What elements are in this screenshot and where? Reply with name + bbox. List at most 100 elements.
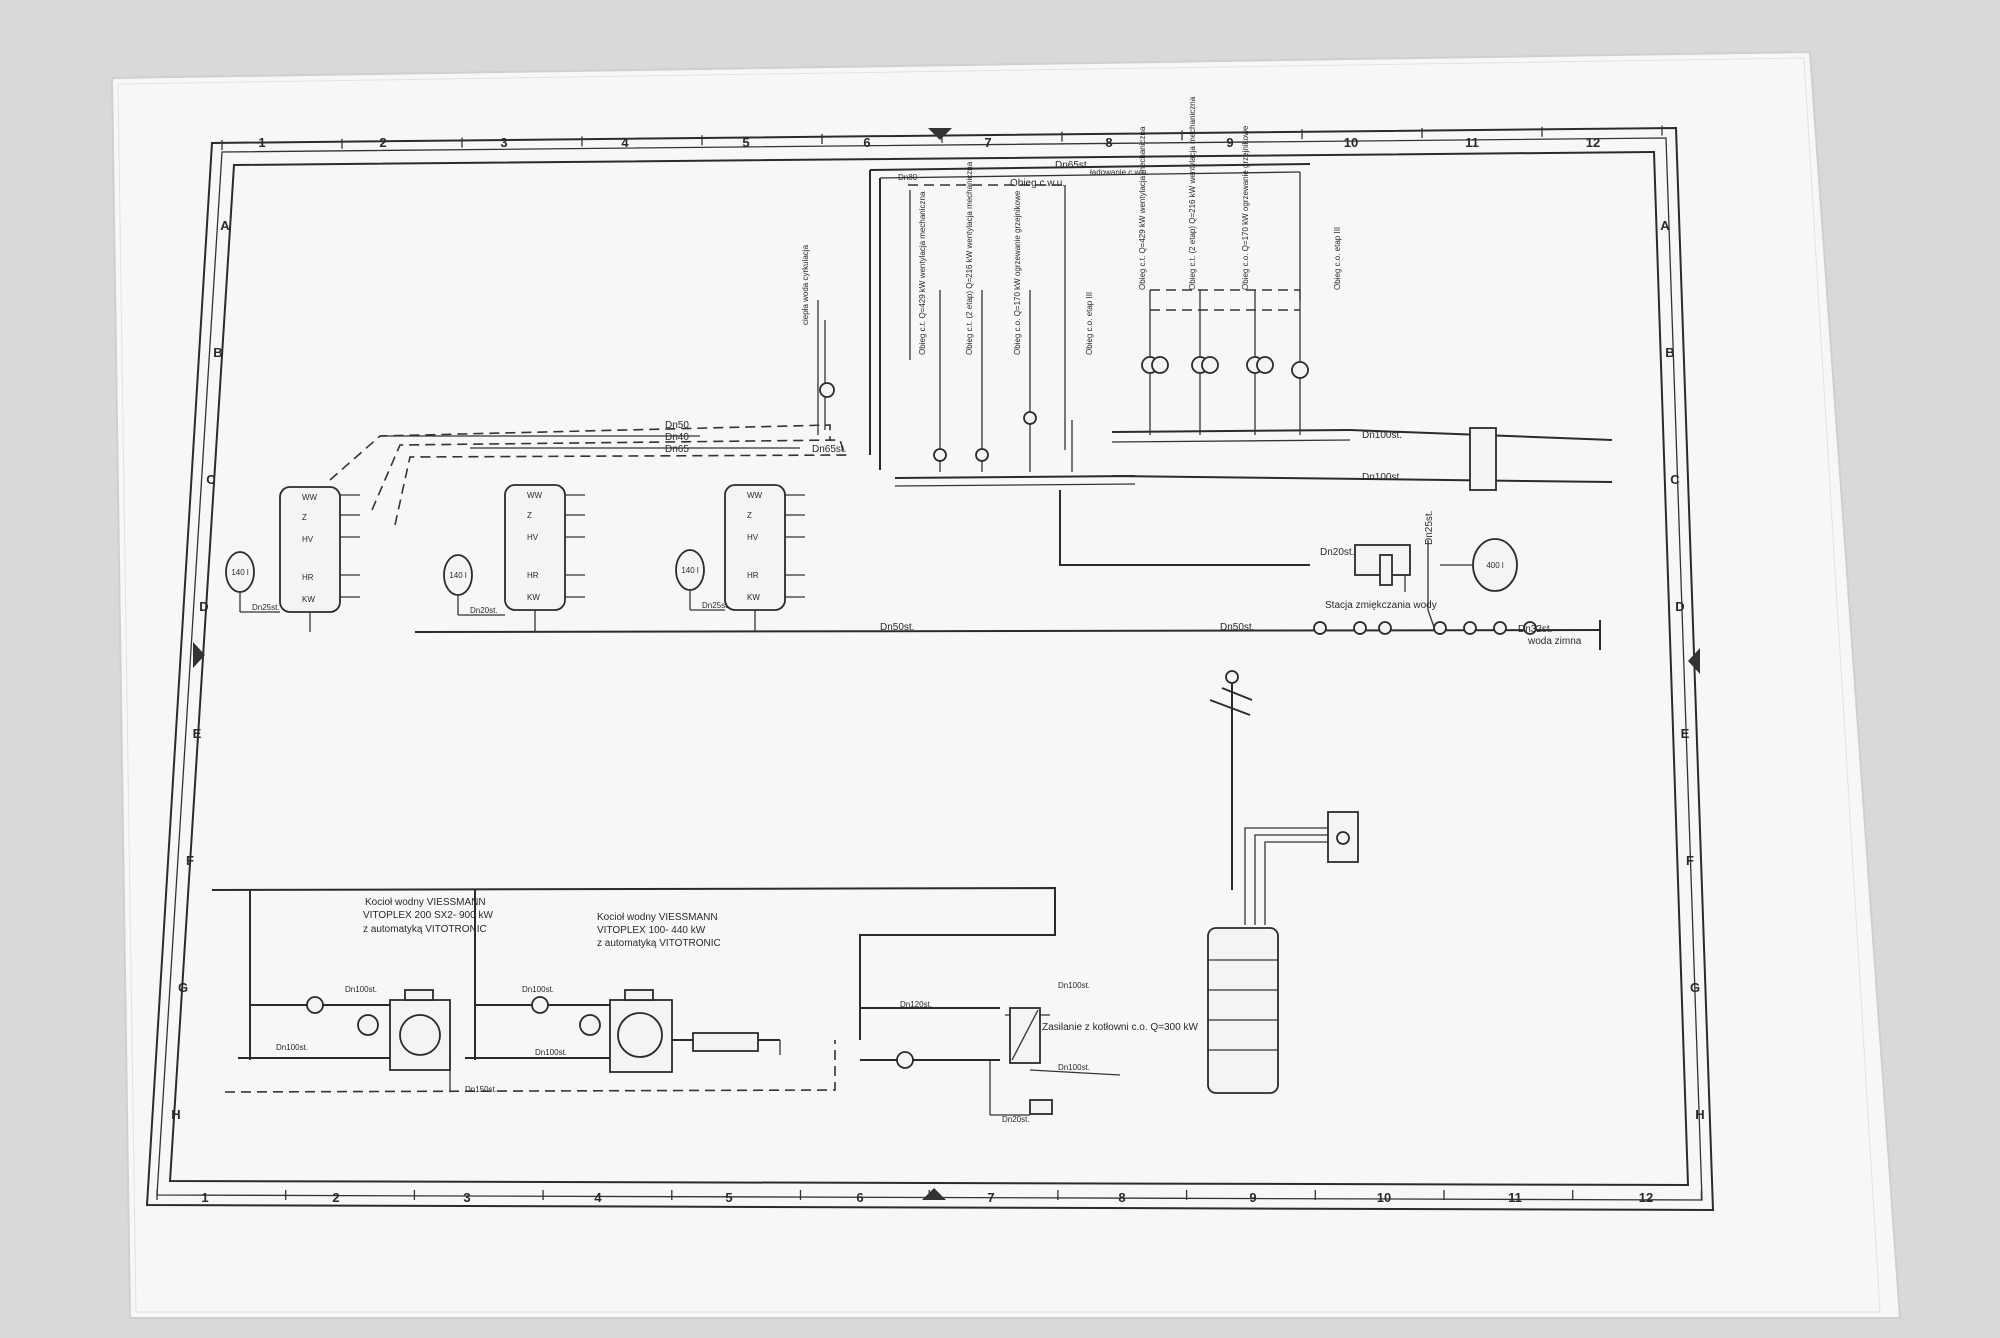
boiler2-line3: z automatyką VITOTRONIC [597,938,721,949]
grid-col-top: 7 [984,135,991,150]
grid-col-bottom: 9 [1249,1190,1256,1205]
grid-row-left: F [186,853,194,868]
grid-row-left: A [220,218,230,233]
circuit-label-left: Obieg c.t. (2 etap) Q=216 kW wentylacja … [965,161,974,355]
label-dn100-a: Dn100st. [276,1043,308,1052]
label-dn100-f: Dn100st. [1058,1063,1090,1072]
hot-water-section: 400 l [329,163,1613,650]
label-dn65st: Dn65st. [812,444,846,455]
tank-port-label: KW [747,593,760,602]
boiler2-line1: Kocioł wodny VIESSMANN [597,912,718,923]
label-cyrkulacja: ciepła woda cyrkulacja [801,244,810,325]
grid-row-right: H [1695,1107,1704,1122]
label-dn100-b: Dn100st. [345,985,377,994]
label-dn100st-top: Dn100st. [1362,430,1402,441]
label-dn32st: Dn32st. [1518,624,1552,635]
drain-label: Dn20st. [470,606,498,615]
label-dn65: Dn65 [665,444,689,455]
grid-row-left: H [171,1107,180,1122]
vessel-label: 140 l [231,568,249,577]
grid-row-left: C [206,472,216,487]
grid-col-top: 4 [621,135,629,150]
label-dn50st-b: Dn50st. [1220,622,1254,633]
outer-frame [145,126,1715,1212]
grid-col-bottom: 5 [725,1190,732,1205]
label-dn100-c: Dn100st. [522,985,554,994]
grid-col-top: 5 [742,135,749,150]
paper-sheet [110,50,1902,1319]
label-dn80: Dn80 [898,173,918,182]
tank-port-label: WW [527,491,543,500]
tank-port-label: Z [302,513,307,522]
circuit-label-right: Obieg c.t. (2 etap) Q=216 kW wentylacja … [1188,96,1197,290]
grid-row-left: B [213,345,222,360]
label-dn100st-mid: Dn100st. [1362,472,1402,483]
tank-port-label: HV [747,533,759,542]
label-dn40: Dn40 [665,432,689,443]
center-marker-left [193,642,205,668]
hydraulic-separator [1469,427,1497,491]
grid-col-bottom: 11 [1508,1190,1522,1205]
label-woda-zimna: woda zimna [1527,636,1582,647]
grid-row-left: G [178,980,188,995]
grid-col-top: 3 [500,135,507,150]
grid-row-right: C [1670,472,1680,487]
grid-col-top: 12 [1586,135,1600,150]
boiler2-line2: VITOPLEX 100- 440 kW [597,925,706,936]
grid-col-bottom: 7 [987,1190,994,1205]
circuit-label-right: Obieg c.o. etap III [1333,227,1342,290]
tank-port-label: KW [302,595,315,604]
boiler1-line3: z automatyką VITOTRONIC [363,924,487,935]
vessel-label: 140 l [681,566,699,575]
label-dn65st-top: Dn65st. [1055,160,1089,171]
tank-port-label: HR [527,571,539,580]
grid-col-top: 6 [863,135,870,150]
tank-port-label: HV [302,535,314,544]
grid-col-top: 1 [258,135,265,150]
center-marker-bottom [922,1188,946,1200]
grid-row-left: D [199,599,208,614]
label-dn50: Dn50 [665,420,689,431]
label-dn20st: Dn20st. [1320,547,1354,558]
expansion-vessel-400 [1472,538,1518,592]
grid-col-top: 11 [1465,135,1479,150]
grid-col-bottom: 12 [1639,1190,1653,1205]
grid-col-bottom: 6 [856,1190,863,1205]
circuit-label-left: Obieg c.t. Q=429 kW wentylacja mechanicz… [918,191,927,355]
label-stacja: Stacja zmiękczania wody [1325,600,1437,611]
grid-row-right: D [1675,599,1684,614]
tank-port-label: Z [527,511,532,520]
water-heater [1207,927,1279,1094]
grid-col-top: 2 [379,135,386,150]
circuit-label-left: Obieg c.o. Q=170 kW ogrzewanie grzejniko… [1013,190,1022,355]
circuit-label-right: Obieg c.o. Q=170 kW ogrzewanie grzejniko… [1241,125,1250,290]
circuit-label-right: Obieg c.t. Q=429 kW wentylacja mechanicz… [1138,126,1147,290]
grid-row-right: E [1681,726,1690,741]
tank-port-label: HR [302,573,314,582]
grid-col-top: 9 [1226,135,1233,150]
label-dn25st: Dn25st. [1424,511,1435,545]
label-dn100-d: Dn100st. [535,1048,567,1057]
label-dn20-b: Dn20st. [1002,1115,1030,1124]
grid-col-bottom: 1 [201,1190,208,1205]
drain-label: Dn25st. [252,603,280,612]
grid-col-bottom: 8 [1118,1190,1125,1205]
drawing-border [168,150,1690,1187]
grid-row-left: E [193,726,202,741]
grid-col-top: 8 [1105,135,1112,150]
tank-port-label: KW [527,593,540,602]
center-marker-right [1688,648,1700,674]
grid-row-right: G [1690,980,1700,995]
grid-col-bottom: 10 [1377,1190,1391,1205]
drain-label: Dn25st. [702,601,730,610]
label-cwu-desc: ładowanie c.w.u. [1090,168,1149,177]
tank-port-label: WW [747,491,763,500]
grid-row-right: B [1665,345,1674,360]
grid-row-right: A [1660,218,1670,233]
label-dn50st-a: Dn50st. [880,622,914,633]
boiler1-line2: VITOPLEX 200 SX2- 900 kW [363,910,493,921]
boiler-section [211,670,1359,1116]
